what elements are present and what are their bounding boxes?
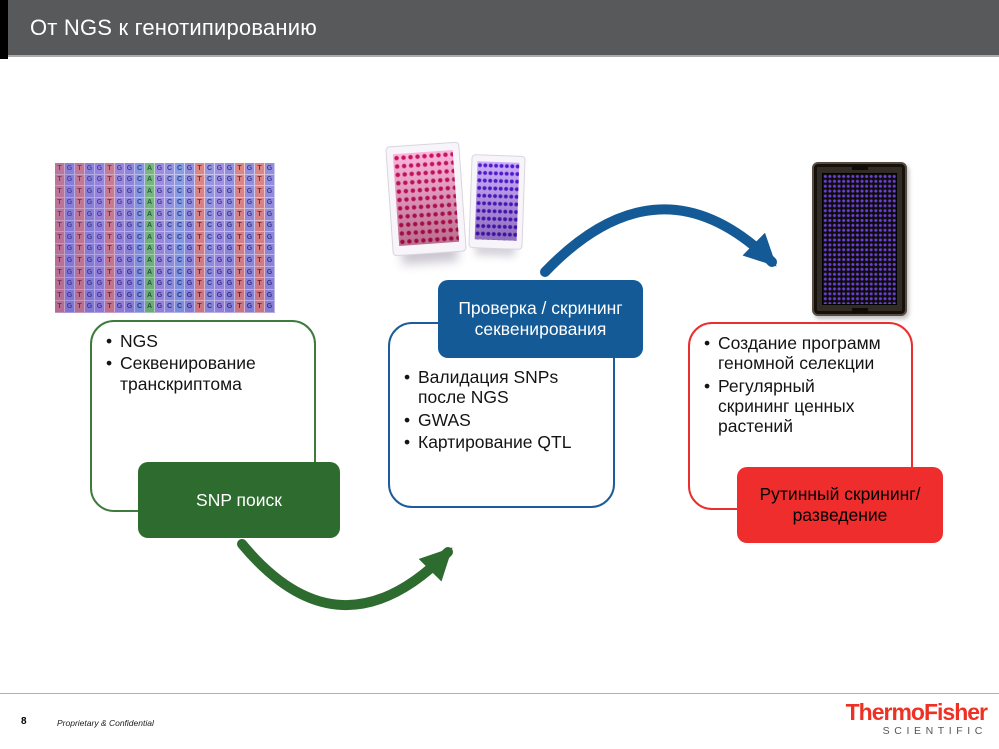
step3-label: Рутинный скрининг/разведение: [737, 467, 943, 543]
bullet-item: Создание программ геномной селекции: [702, 333, 889, 374]
microplates-image: [385, 140, 527, 278]
bullet-item: NGS: [104, 331, 300, 352]
bullet-item: Секвенирование транскриптома: [104, 353, 300, 394]
step1-bullets: NGS Секвенирование транскриптома: [92, 322, 314, 394]
pink-wells: [392, 150, 460, 246]
logo-scientific: SCIENTIFIC: [882, 725, 987, 737]
bullet-item: Картирование QTL: [402, 432, 575, 453]
step3-bullets: Создание программ геномной селекции Регу…: [690, 324, 911, 436]
left-edge-strip: [0, 0, 8, 59]
page-title: От NGS к генотипированию: [30, 14, 317, 40]
step1-label: SNP поиск: [138, 462, 340, 538]
step2-box: Валидация SNPs после NGS GWAS Картирован…: [388, 322, 615, 508]
slide-header: От NGS к генотипированию: [8, 0, 999, 57]
footer-divider: [0, 693, 999, 694]
step1-label-text: SNP поиск: [196, 489, 282, 510]
purple-microplate: [468, 154, 526, 250]
bullet-item: Валидация SNPs после NGS: [402, 367, 575, 408]
logo-wordmark: ThermoFisher: [845, 699, 988, 725]
bullet-item: Регулярный скрининг ценных растений: [702, 376, 889, 437]
confidential-note: Proprietary & Confidential: [57, 718, 154, 728]
step1-box: NGS Секвенирование транскриптома: [90, 320, 316, 512]
step2-heading-text: Проверка / скрининг секвенирования: [458, 298, 623, 339]
step3-box: Создание программ геномной селекции Регу…: [688, 322, 913, 510]
step3-label-text: Рутинный скрининг/разведение: [759, 484, 921, 525]
array-plate-image: [812, 162, 907, 316]
green-curved-arrow: [237, 539, 453, 611]
pink-microplate: [385, 141, 467, 257]
step2-bullets: Валидация SNPs после NGS GWAS Картирован…: [390, 324, 613, 452]
page-number: 8: [21, 716, 27, 727]
purple-wells: [474, 161, 520, 241]
thermofisher-logo: ThermoFisher SCIENTIFIC: [845, 699, 988, 737]
step2-heading: Проверка / скрининг секвенирования: [438, 280, 643, 358]
blue-curved-arrow: [540, 204, 777, 277]
array-plate-wells: [822, 173, 897, 305]
bullet-item: GWAS: [402, 410, 575, 431]
